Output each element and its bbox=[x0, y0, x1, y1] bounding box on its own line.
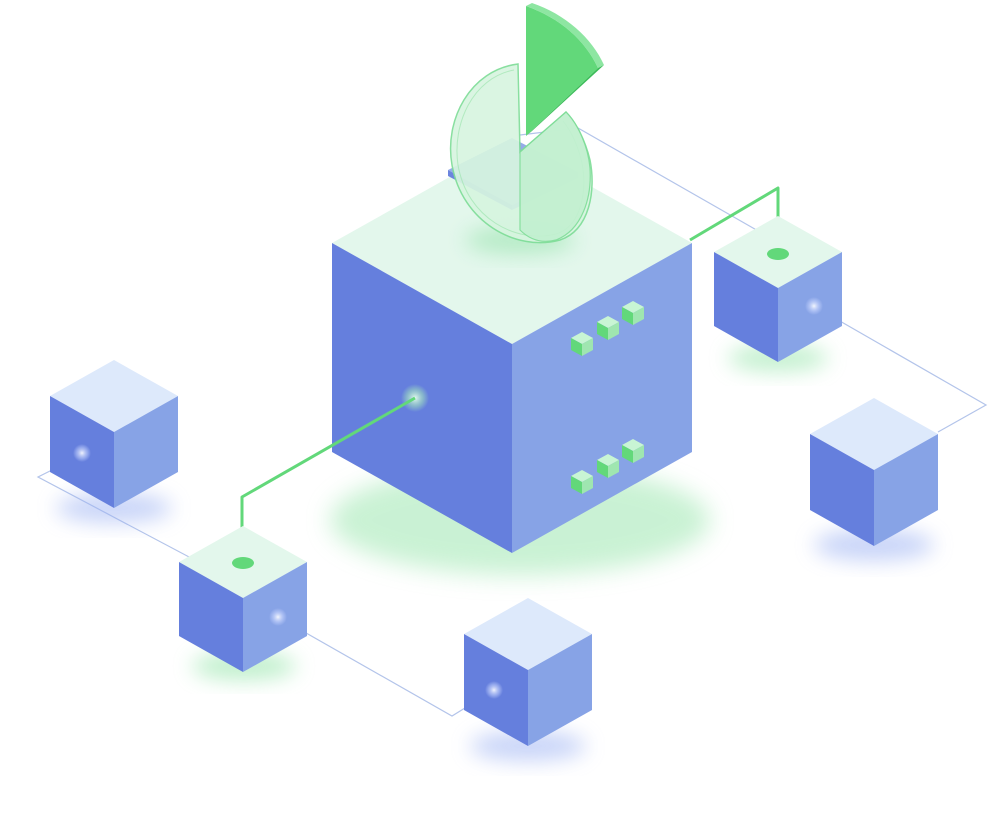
status-led-icon bbox=[597, 316, 619, 340]
status-led-icon bbox=[571, 470, 593, 494]
node-cube-right bbox=[810, 398, 938, 561]
status-led-icon bbox=[597, 454, 619, 478]
node-cube-bottom-center bbox=[464, 598, 592, 761]
node-connector-icon bbox=[232, 557, 254, 569]
pie-chart-icon bbox=[448, 3, 604, 254]
link-bottom-left-to-bottom-center bbox=[277, 616, 495, 717]
status-led-row-upper bbox=[571, 301, 644, 356]
node-port-glow bbox=[269, 608, 287, 626]
status-led-icon bbox=[571, 332, 593, 356]
node-port-glow bbox=[485, 681, 503, 699]
pie-slice-medium bbox=[519, 111, 591, 242]
main-cube-right-face bbox=[512, 243, 692, 553]
node-port-glow bbox=[73, 444, 91, 462]
status-led-icon bbox=[622, 439, 644, 463]
link-top-right-to-right bbox=[811, 304, 988, 433]
node-cube-left bbox=[50, 360, 178, 523]
status-led-icon bbox=[622, 301, 644, 325]
node-connector-icon bbox=[767, 248, 789, 260]
node-cube-bottom-left bbox=[179, 526, 307, 680]
main-server-cube bbox=[330, 142, 710, 575]
node-cube-top-right bbox=[714, 216, 842, 372]
pie-slice-highlight bbox=[526, 6, 598, 136]
node-port-glow bbox=[805, 297, 823, 315]
status-led-row-lower bbox=[571, 439, 644, 494]
